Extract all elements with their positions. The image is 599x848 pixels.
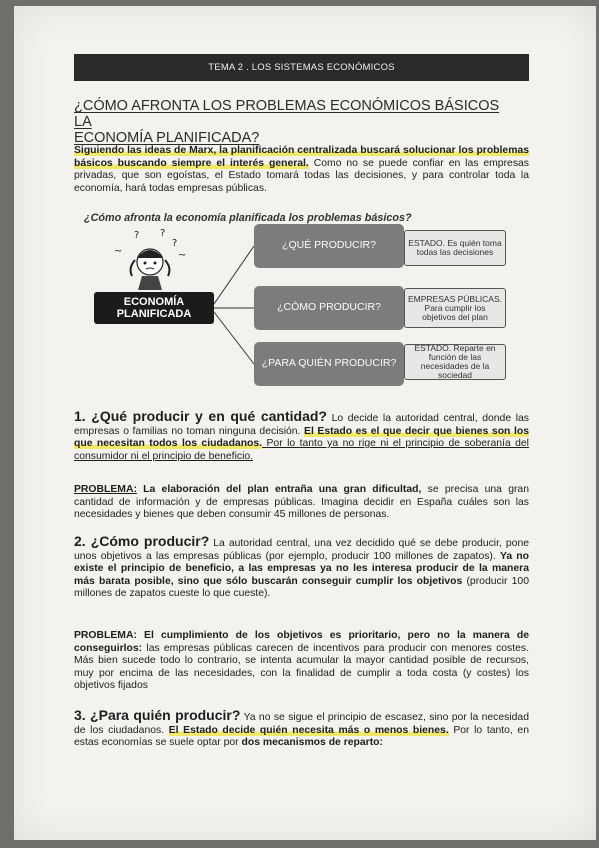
answer-state-decides: ESTADO. Es quién toma todas las decision… [404, 230, 506, 266]
section-3-heading: 3. ¿Para quién producir? [74, 707, 241, 723]
section-2-text-b: (producir 100 millones de zapatos cueste… [74, 575, 529, 600]
title-line-2: ECONOMÍA PLANIFICADA? [74, 130, 260, 146]
problem-1: PROBLEMA: La elaboración del plan entrañ… [74, 484, 529, 522]
section-2-heading: 2. ¿Cómo producir? [74, 533, 210, 549]
problem-2-text: las empresas públicas carecen de incenti… [74, 642, 529, 692]
answer-state-distributes: ESTADO. Reparte en función de las necesi… [404, 344, 506, 380]
problem-1-bold: La elaboración del plan entraña una gran… [136, 484, 422, 495]
section-3-bold-2: dos mecanismos de reparto: [241, 737, 383, 749]
planned-economy-box: ECONOMÍA PLANIFICADA [94, 292, 214, 324]
intro-rest: Como no se puede confiar en las empresas… [74, 157, 529, 194]
section-1: 1. ¿Qué producir y en qué cantidad? Lo d… [74, 408, 529, 463]
for-whom-box: ¿PARA QUIÉN PRODUCIR? [254, 342, 404, 386]
intro-paragraph: Siguiendo las ideas de Marx, la planific… [74, 145, 529, 195]
what-to-produce-box: ¿QUÉ PRODUCIR? [254, 224, 404, 268]
concept-diagram: ~ ? ? ? ~ ECONOMÍA PLANIFICADA ¿QUÉ PROD… [74, 224, 534, 394]
section-3-bold: El Estado decide quién necesita más o me… [168, 724, 449, 736]
title-line-1: ¿CÓMO AFRONTA LOS PROBLEMAS ECONÓMICOS B… [74, 98, 500, 130]
section-3-text-b: Por lo tanto, en estas economías se suel… [74, 724, 529, 749]
diagram-title: ¿Cómo afronta la economía planificada lo… [84, 212, 412, 224]
girl-illustration: ~ ? ? ? ~ [114, 228, 186, 290]
section-2: 2. ¿Cómo producir? La autoridad central,… [74, 533, 530, 601]
section-3-text-a: Ya no se sigue el principio de escasez, … [74, 712, 529, 736]
how-to-produce-box: ¿CÓMO PRODUCIR? [254, 286, 404, 330]
answer-public-companies: EMPRESAS PÚBLICAS. Para cumplir los obje… [404, 288, 506, 328]
problem-2: PROBLEMA: El cumplimiento de los objetiv… [74, 630, 529, 693]
section-2-text-a: La autoridad central, una vez decidido q… [74, 538, 530, 562]
svg-text:~: ~ [114, 246, 122, 257]
section-1-text-b: Por lo tanto ya no rige ni el principio … [74, 438, 529, 462]
svg-text:~: ~ [178, 250, 186, 261]
section-3: 3. ¿Para quién producir? Ya no se sigue … [74, 707, 529, 750]
document-page: TEMA 2 . LOS SISTEMAS ECONÓMICOS ¿CÓMO A… [14, 6, 596, 840]
section-1-text-a: Lo decide la autoridad central, donde la… [74, 413, 529, 437]
problem-1-text: se precisa una gran cantidad de informac… [74, 484, 529, 521]
section-1-heading: 1. ¿Qué producir y en qué cantidad? [74, 408, 327, 424]
page-title: ¿CÓMO AFRONTA LOS PROBLEMAS ECONÓMICOS B… [74, 98, 514, 146]
svg-text:?: ? [160, 228, 165, 239]
svg-text:?: ? [134, 230, 139, 241]
problem-1-label: PROBLEMA: [74, 484, 137, 495]
svg-text:?: ? [172, 238, 177, 249]
section-2-bold: Ya no existe el principio de beneficio, … [74, 550, 529, 587]
problem-2-bold: El cumplimiento de los objetivos es prio… [74, 630, 529, 654]
problem-2-label: PROBLEMA: [74, 630, 137, 641]
topic-banner: TEMA 2 . LOS SISTEMAS ECONÓMICOS [74, 54, 529, 81]
